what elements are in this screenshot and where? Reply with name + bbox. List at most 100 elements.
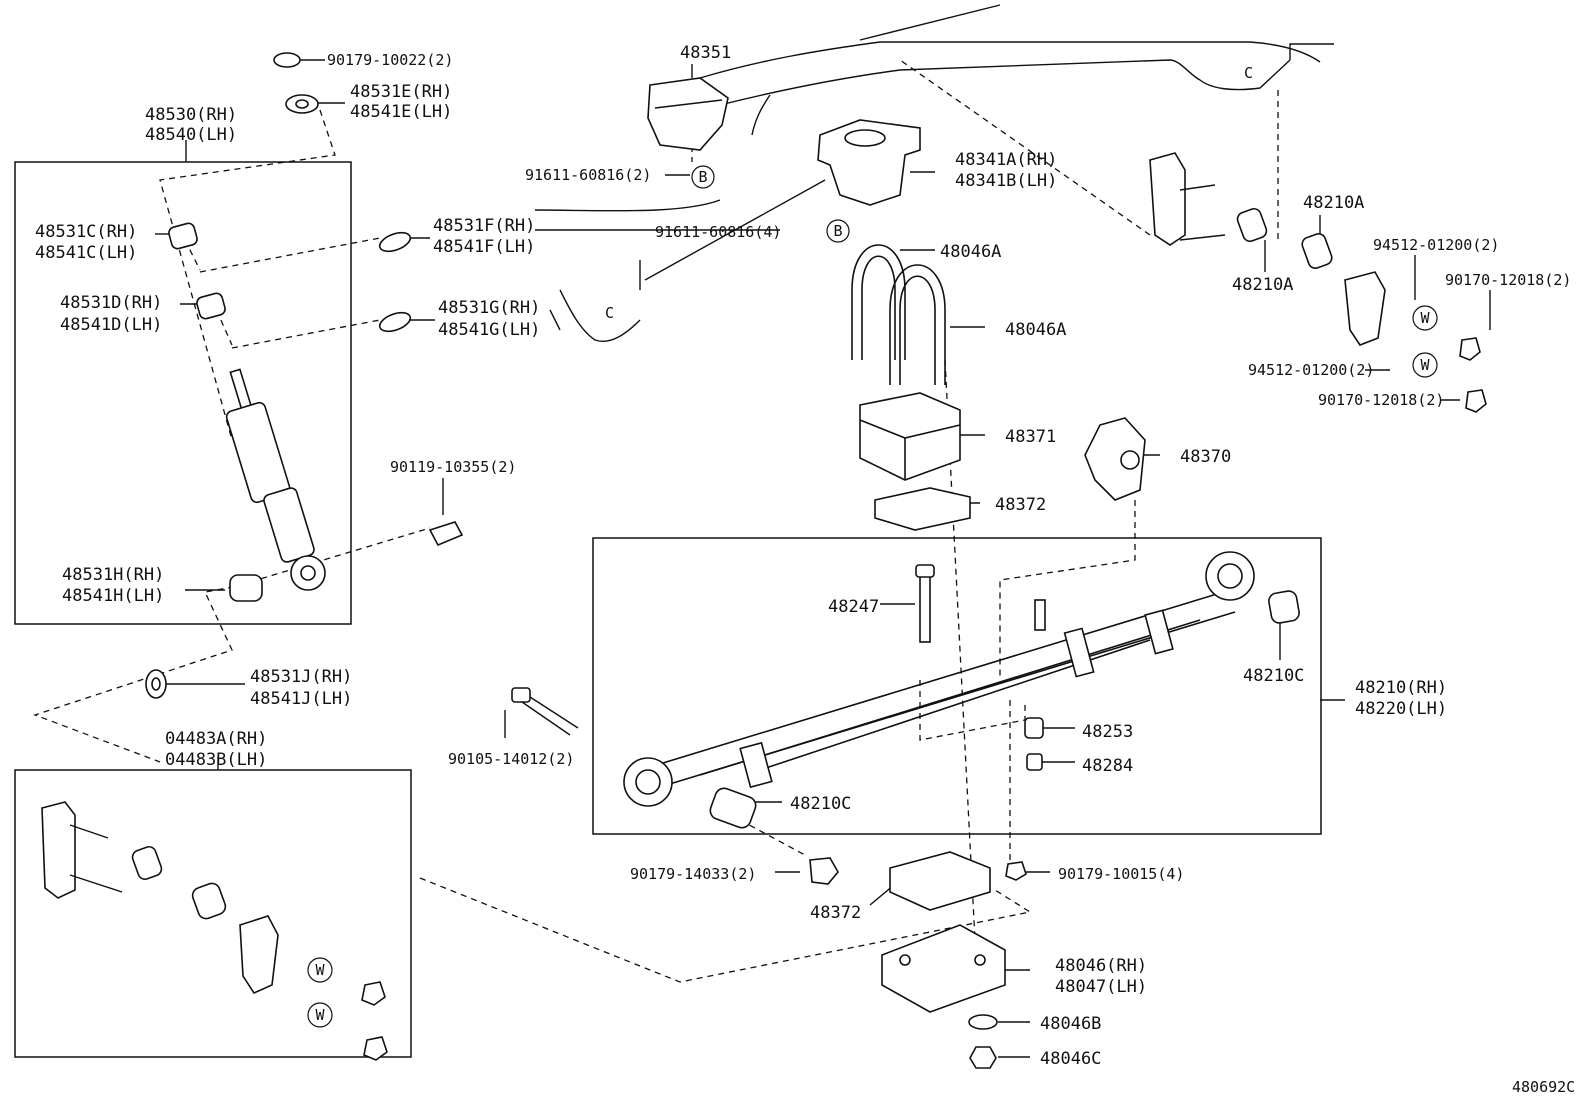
label-48531d: 48531D(RH) — [60, 293, 162, 313]
spacer-48253-icon — [1024, 717, 1044, 739]
label-48284: 48284 — [1082, 756, 1133, 776]
label-48541f: 48541F(LH) — [433, 237, 535, 257]
clip-c-right-symbol: C — [1244, 64, 1253, 82]
label-94512-01200-b: 94512-01200(2) — [1248, 361, 1374, 379]
label-48541g: 48541G(LH) — [438, 320, 540, 340]
diagram-id: 480692C — [1512, 1078, 1575, 1096]
label-48372-bottom: 48372 — [810, 903, 861, 923]
washer-48046b-icon — [968, 1014, 998, 1030]
nut-90170-12018-a-icon — [1459, 337, 1481, 361]
label-48247: 48247 — [828, 597, 879, 617]
symbol-w-icon — [307, 957, 333, 983]
symbol-w-text: W — [1420, 356, 1430, 374]
spacer-48372-icon — [874, 487, 971, 531]
washer-48531j-icon — [145, 669, 167, 699]
label-48531h: 48531H(RH) — [62, 565, 164, 585]
symbol-w-icon — [1412, 305, 1438, 331]
label-04483a: 04483A(RH) — [165, 729, 267, 749]
shock-absorber-48530-icon — [225, 368, 326, 591]
label-90179-10015: 90179-10015(4) — [1058, 865, 1184, 883]
label-48541e: 48541E(LH) — [350, 102, 452, 122]
label-48046b: 48046B — [1040, 1014, 1101, 1034]
part-drawings — [41, 52, 1487, 1069]
nut-48046c-icon — [969, 1046, 997, 1069]
plate-48046-icon — [881, 924, 1006, 1013]
label-48541h: 48541H(LH) — [62, 586, 164, 606]
symbol-w-text: W — [1420, 309, 1430, 327]
label-48371: 48371 — [1005, 427, 1056, 447]
label-90179-10022: 90179-10022(2) — [327, 51, 453, 69]
cushion-hole — [295, 99, 309, 109]
label-48210a-bottom: 48210A — [1232, 275, 1293, 295]
label-48531c: 48531C(RH) — [35, 222, 137, 242]
label-48046a-2: 48046A — [1005, 320, 1066, 340]
label-90170-12018-a: 90170-12018(2) — [1445, 271, 1571, 289]
label-90119-10355: 90119-10355(2) — [390, 458, 516, 476]
symbol-b-icon — [691, 165, 715, 189]
bolt-90119-10355-icon — [428, 521, 464, 547]
bushing-48210c-left-icon — [709, 787, 757, 829]
hanger-48370-icon — [1084, 417, 1146, 501]
cushion-48531c-icon — [168, 222, 198, 250]
label-48541d: 48541D(LH) — [60, 315, 162, 335]
symbol-w-text: W — [315, 961, 325, 979]
symbol-b-icon — [826, 219, 850, 243]
nut-90170-12018-b-icon — [1465, 389, 1487, 413]
bracket-48341-icon — [817, 119, 921, 206]
assembly-dashed-lines — [33, 59, 1279, 983]
label-48541c: 48541C(LH) — [35, 243, 137, 263]
label-90105-14012: 90105-14012(2) — [448, 750, 574, 768]
shackle-plate-icon — [1344, 271, 1386, 346]
label-48341a: 48341A(RH) — [955, 150, 1057, 170]
label-91611-60816-4: 91611-60816(4) — [655, 223, 781, 241]
label-48541j: 48541J(LH) — [250, 689, 352, 709]
symbol-b-text: B — [698, 168, 707, 186]
shackle-kit-icon — [41, 801, 388, 1061]
nut-90179-14033-icon — [809, 857, 839, 885]
label-48046a-1: 48046A — [940, 242, 1001, 262]
nut-90179-10015-icon — [1005, 861, 1027, 881]
label-91611-60816-2: 91611-60816(2) — [525, 166, 651, 184]
label-48253: 48253 — [1082, 722, 1133, 742]
part-labels: 90179-10022(2) 48531E(RH) 48541E(LH) 485… — [35, 43, 1575, 1096]
frame-outline: C C — [559, 4, 1334, 342]
label-04483b: 04483B(LH) — [165, 750, 267, 770]
spacer-48372-lower-icon — [889, 851, 991, 911]
label-90179-14033: 90179-14033(2) — [630, 865, 756, 883]
shackle-upper-icon — [1149, 152, 1226, 246]
label-48351: 48351 — [680, 43, 731, 63]
label-48370: 48370 — [1180, 447, 1231, 467]
symbol-w-icon — [307, 1002, 333, 1028]
label-48531g: 48531G(RH) — [438, 298, 540, 318]
nut-90179-10022-icon — [273, 52, 301, 68]
shock-absorber-group-box — [14, 161, 352, 625]
bumper-48351-icon — [647, 77, 729, 151]
label-94512-01200-a: 94512-01200(2) — [1373, 236, 1499, 254]
label-48530: 48530(RH) — [145, 105, 237, 125]
label-48531f: 48531F(RH) — [433, 216, 535, 236]
label-48210a-top: 48210A — [1303, 193, 1364, 213]
reference-symbols: B B W W W W — [307, 165, 1438, 1028]
symbol-b-text: B — [833, 222, 842, 240]
label-90170-12018-b: 90170-12018(2) — [1318, 391, 1444, 409]
clip-c-left-symbol: C — [605, 304, 614, 322]
label-48047: 48047(LH) — [1055, 977, 1147, 997]
symbol-w-text: W — [315, 1006, 325, 1024]
label-48531j: 48531J(RH) — [250, 667, 352, 687]
label-48372-top: 48372 — [995, 495, 1046, 515]
washer-48531f-icon — [378, 231, 412, 253]
label-48341b: 48341B(LH) — [955, 171, 1057, 191]
label-48220: 48220(LH) — [1355, 699, 1447, 719]
label-48540: 48540(LH) — [145, 125, 237, 145]
shackle-kit-group-box — [14, 769, 412, 1058]
label-48210: 48210(RH) — [1355, 678, 1447, 698]
bushing-48210a-top-icon — [1236, 207, 1268, 243]
leaf-spring-48210-icon — [623, 551, 1255, 807]
nut-48284-icon — [1026, 753, 1043, 771]
bolt-90105-14012-icon — [511, 687, 579, 736]
bushing-48531h-icon — [229, 574, 263, 602]
label-48046: 48046(RH) — [1055, 956, 1147, 976]
washer-48531g-icon — [378, 311, 412, 333]
label-48210c-right: 48210C — [1243, 666, 1304, 686]
